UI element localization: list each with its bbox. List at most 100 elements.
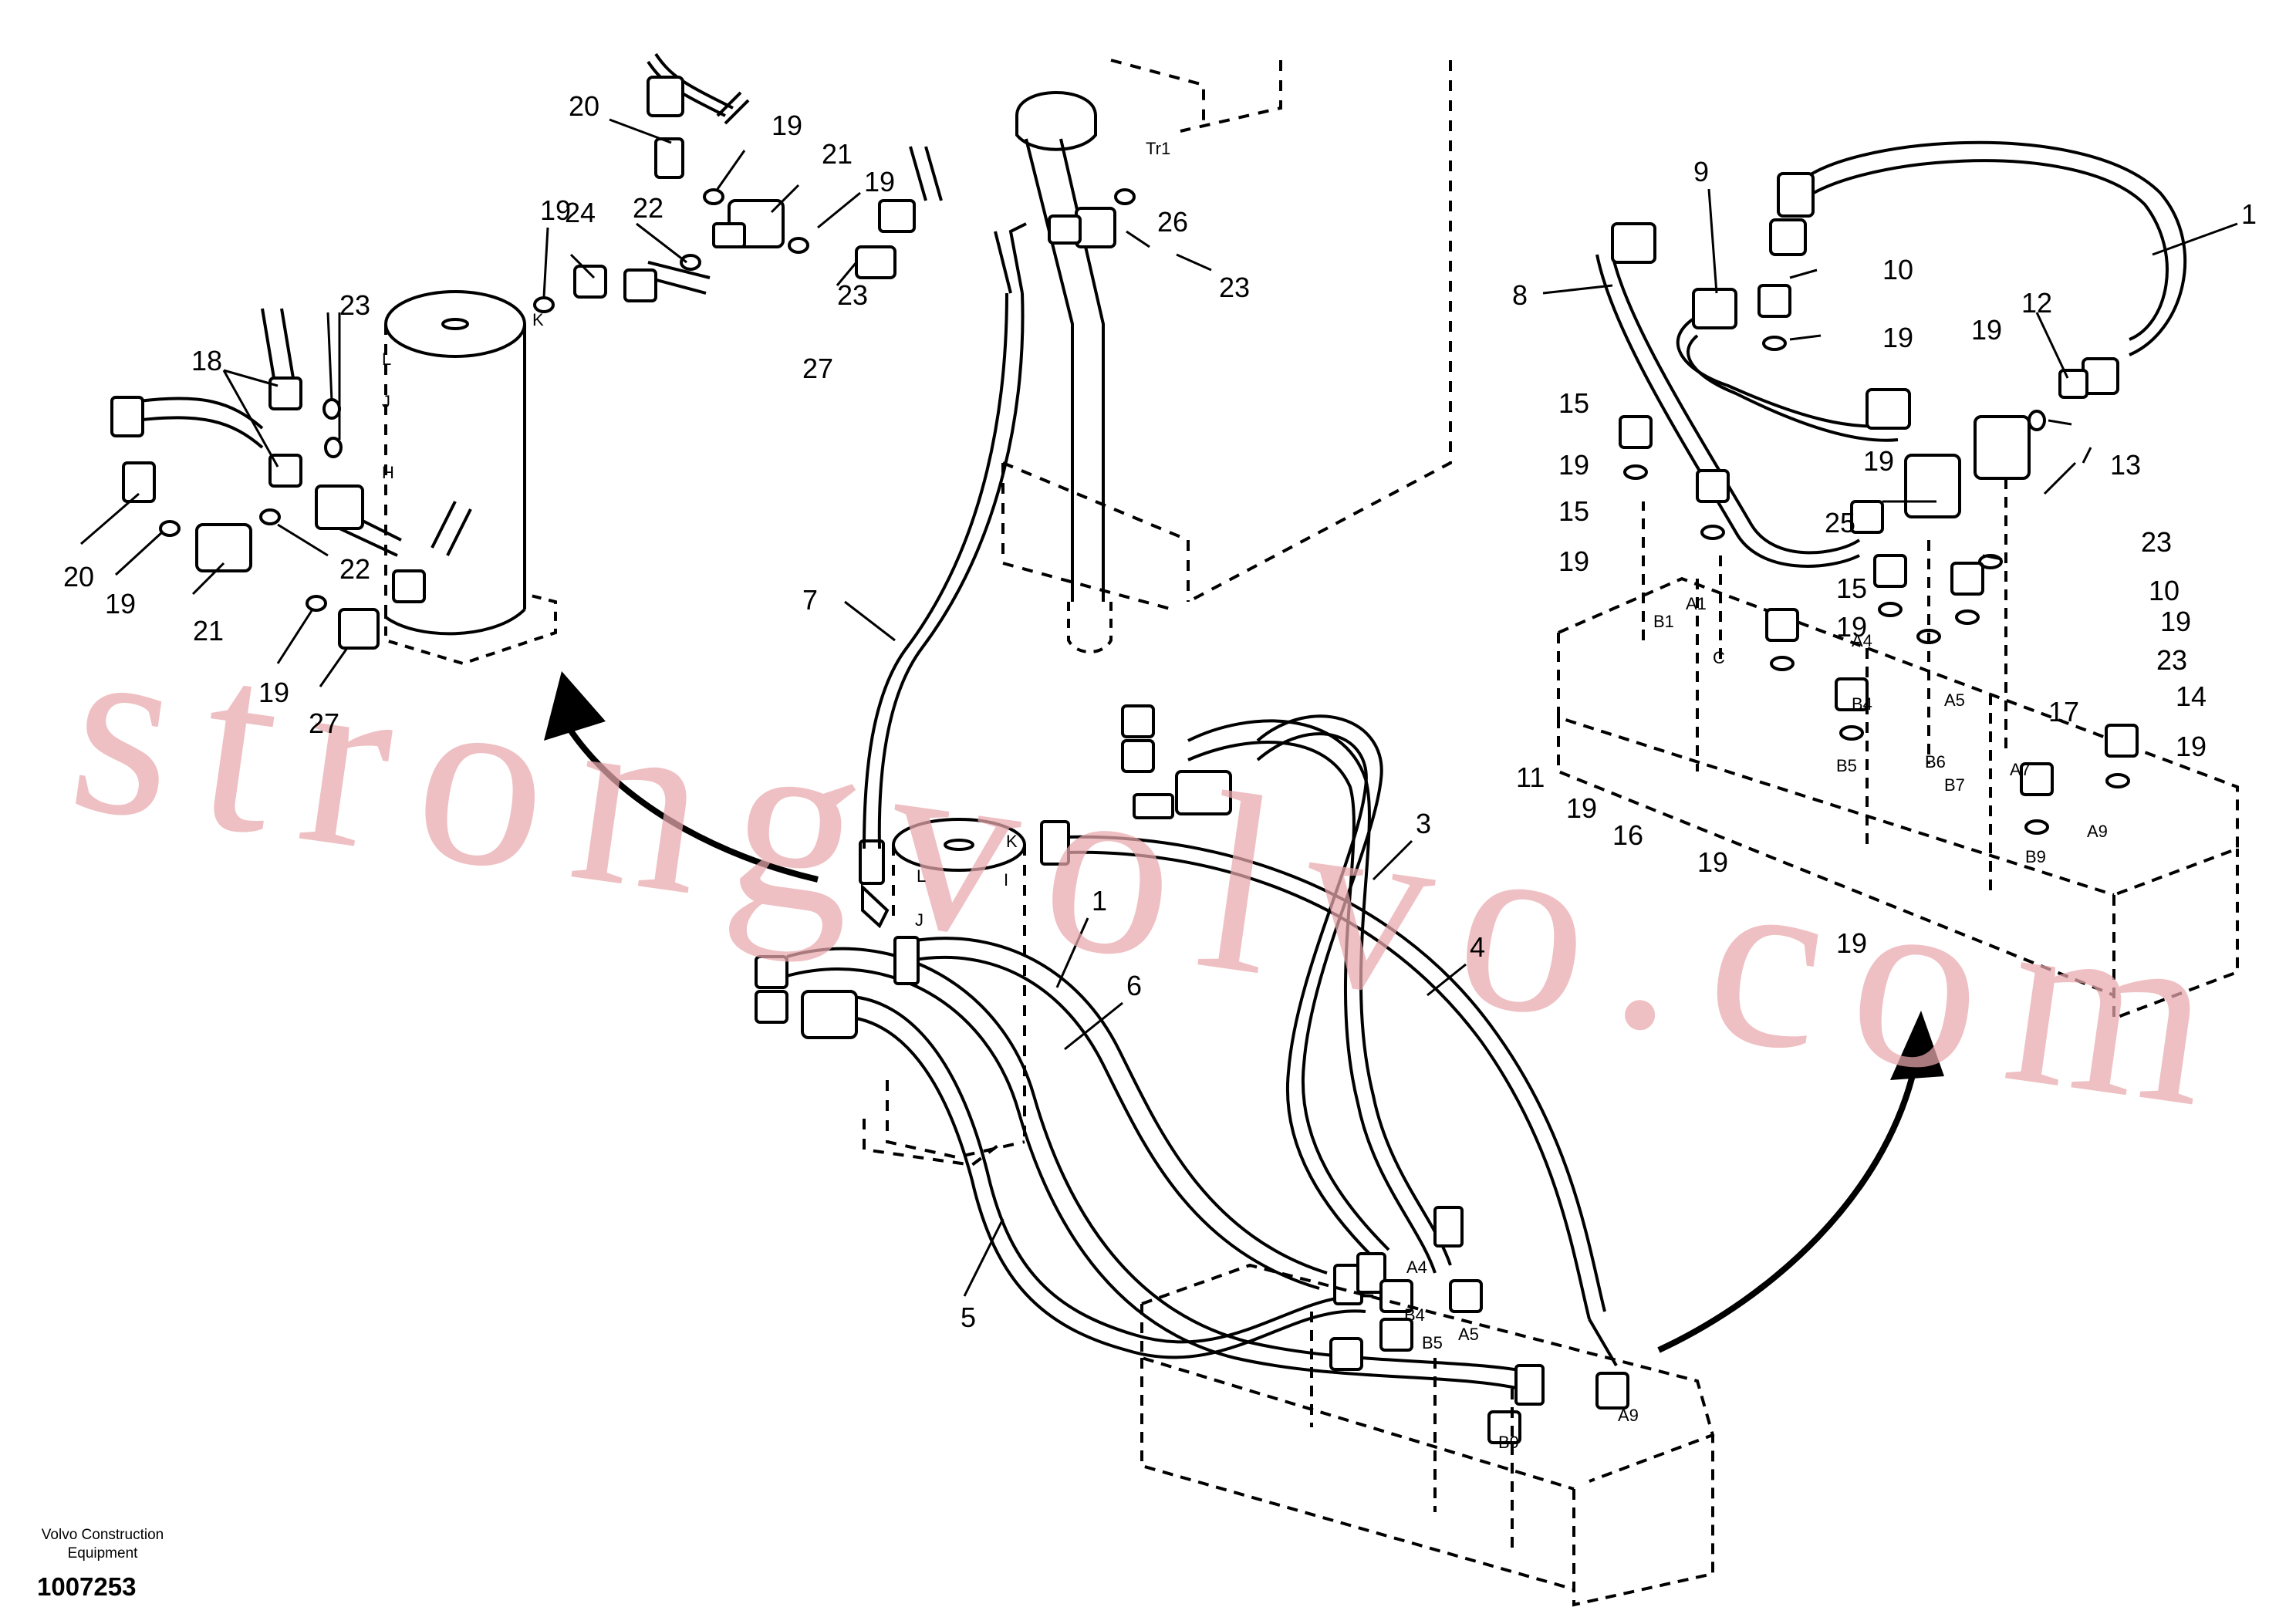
callout-inset_left-2: 21 [822, 138, 853, 170]
port-inset_right-5: A5 [1944, 690, 1965, 710]
callout-main-5: 5 [961, 1302, 976, 1333]
port-inset_right-6: B5 [1836, 756, 1857, 775]
port-inset_right-11: B9 [2025, 847, 2046, 866]
callout-inset_left-11: 20 [63, 561, 94, 593]
callout-inset_left-16: 27 [309, 707, 339, 739]
callout-inset_left-10: 18 [191, 345, 222, 376]
leader-lines [80, 118, 2238, 1297]
port-inset_right-7: B6 [1925, 752, 1946, 771]
brand-line-1: Volvo Construction [41, 1527, 164, 1543]
callout-inset_right-3: 10 [1882, 254, 1913, 285]
callout-inset_left-4: 23 [837, 279, 868, 311]
callout-inset_right-14: 23 [2141, 526, 2172, 558]
callout-inset_right-17: 19 [1836, 611, 1867, 643]
callout-inset_right-24: 19 [1566, 792, 1597, 824]
callout-main-2: 3 [1416, 808, 1431, 839]
callout-inset_right-21: 19 [2176, 731, 2207, 762]
document-number: 1007253 [37, 1572, 137, 1601]
callout-inset_right-2: 8 [1512, 279, 1528, 311]
callout-inset_right-9: 19 [1558, 449, 1589, 481]
inset-right-fittings [1611, 172, 2139, 796]
port-main-9: B9 [1498, 1433, 1519, 1452]
brand-footer: Volvo Construction Equipment [14, 1526, 191, 1563]
callout-inset_left-0: 20 [569, 90, 599, 122]
callout-inset_left-8: 27 [802, 353, 833, 384]
port-inset_right-2: C [1713, 648, 1725, 667]
inset-right-orings [1623, 336, 2130, 835]
callout-inset_right-4: 19 [1882, 322, 1913, 353]
port-main-2: I [1004, 870, 1008, 890]
callout-inset_right-15: 10 [2149, 575, 2180, 606]
port-main-0: K [1006, 832, 1018, 851]
callout-inset_left-7: 19 [540, 194, 571, 226]
callout-inset_right-18: 19 [2160, 606, 2191, 637]
callout-inset_left-9: 23 [339, 289, 370, 321]
callout-inset_right-26: 19 [1697, 846, 1728, 878]
brand-line-2: Equipment [67, 1545, 138, 1562]
port-inset_center-0: Tr1 [1146, 139, 1170, 158]
return-pipe [1015, 91, 1113, 653]
callout-inset_right-25: 16 [1612, 819, 1643, 851]
filter-housing [863, 818, 1026, 1167]
callout-inset_right-10: 15 [1558, 495, 1589, 527]
port-inset_left-1: L [382, 349, 391, 369]
port-main-4: A4 [1406, 1258, 1427, 1277]
callout-main-3: 4 [1470, 931, 1485, 963]
port-main-5: B4 [1404, 1305, 1425, 1325]
callout-inset_center-1: 23 [1219, 272, 1250, 303]
callout-inset_right-19: 23 [2156, 644, 2187, 676]
port-main-6: B5 [1422, 1333, 1443, 1352]
control-valve-main [1140, 1263, 1715, 1607]
inset-right [1557, 140, 2239, 1021]
callout-inset_right-16: 15 [1836, 572, 1867, 604]
port-inset_right-9: A7 [2010, 760, 2031, 779]
port-inset_left-0: K [532, 310, 544, 329]
inset-center [1048, 188, 1136, 248]
detail-arrow-right [1657, 1011, 1944, 1353]
callout-inset_right-13: 25 [1825, 507, 1855, 539]
port-main-7: A5 [1458, 1325, 1479, 1344]
callout-inset_right-5: 12 [2021, 287, 2052, 319]
callout-inset_center-0: 26 [1157, 206, 1188, 238]
callout-inset_right-1: 9 [1693, 156, 1709, 187]
inset-left-fittings [110, 76, 916, 650]
hoses-main [786, 714, 1618, 1390]
port-inset_right-0: A1 [1686, 594, 1707, 613]
fittings-main [755, 704, 1629, 1444]
callout-inset_right-8: 15 [1558, 387, 1589, 419]
hose-7 [859, 222, 1027, 929]
port-main-1: L [917, 866, 926, 886]
callout-inset_left-6: 22 [633, 192, 663, 224]
frame-outline [1001, 59, 1452, 611]
callout-main-4: 6 [1126, 970, 1142, 1001]
port-inset_right-3: A4 [1852, 631, 1872, 650]
callout-inset_left-5: 24 [565, 197, 596, 228]
inset-left-orings [159, 188, 809, 612]
port-main-8: A9 [1618, 1406, 1639, 1425]
watermark: strongvolvo.com [57, 582, 2258, 1164]
callout-inset_right-11: 19 [1558, 545, 1589, 577]
callout-inset_right-20: 14 [2176, 680, 2207, 712]
callout-inset_right-12: 19 [1863, 445, 1894, 477]
callout-main-0: 7 [802, 584, 818, 616]
callout-inset_right-0: 1 [2241, 198, 2257, 230]
port-inset_right-8: B7 [1944, 775, 1965, 795]
callout-inset_left-14: 22 [339, 553, 370, 585]
callout-inset_left-12: 19 [105, 588, 136, 620]
callout-inset_right-6: 19 [1971, 314, 2002, 346]
port-inset_right-4: B4 [1852, 694, 1872, 714]
callout-inset_left-1: 19 [772, 110, 802, 141]
port-inset_right-10: A9 [2087, 822, 2108, 841]
inset-left [134, 52, 943, 666]
callout-main-1: 1 [1092, 885, 1107, 917]
callout-inset_right-23: 11 [1516, 761, 1545, 793]
port-inset_left-3: H [382, 463, 394, 482]
callout-inset_right-27: 19 [1836, 927, 1867, 959]
callout-inset_left-15: 19 [258, 677, 289, 708]
port-main-3: J [915, 910, 923, 930]
callout-inset_left-3: 19 [864, 166, 895, 198]
